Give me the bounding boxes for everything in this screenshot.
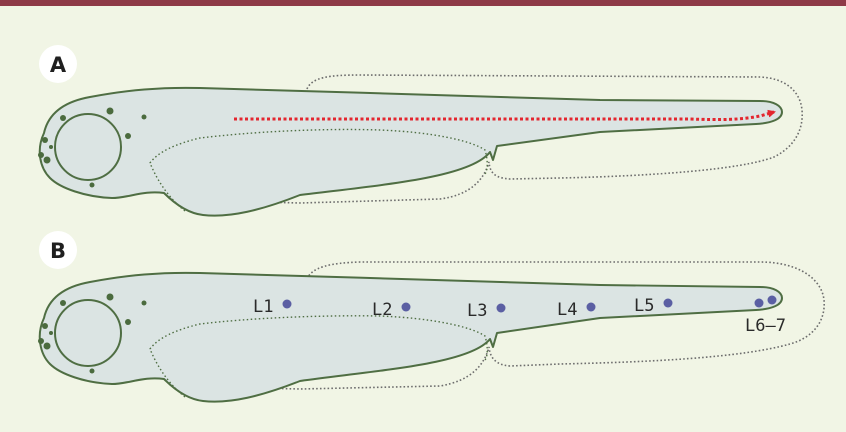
head-dot (60, 115, 66, 121)
panel-b-badge (39, 231, 77, 269)
panel-a: A (38, 45, 803, 217)
head-dot (42, 323, 48, 329)
panel-a-larva-body (38, 86, 783, 217)
panel-b: B L1 L2 (38, 231, 825, 403)
neuromast-l3-dot (496, 303, 506, 313)
panel-b-eye (54, 299, 122, 367)
neuromast-l1-dot (282, 299, 292, 309)
panel-a-badge (39, 45, 77, 83)
head-dot (89, 368, 95, 374)
neuromast-l4-label: L4 (557, 300, 577, 320)
neuromast-l5-label: L5 (634, 296, 654, 316)
top-accent-bar (0, 0, 846, 6)
panel-a-fin-fold (259, 74, 803, 204)
head-dot (106, 293, 114, 301)
neuromast-l3-label: L3 (467, 301, 487, 321)
head-dot (141, 114, 147, 120)
head-dot (141, 300, 147, 306)
head-dot (38, 338, 44, 344)
neuromast-l4-dot (586, 302, 596, 312)
neuromast-l1-label: L1 (253, 297, 273, 317)
panel-a-eye (54, 113, 122, 181)
head-dot (60, 300, 66, 306)
panel-a-yolk-outline (149, 128, 488, 212)
head-dot (89, 182, 95, 188)
neuromast-l2-dot (401, 302, 411, 312)
head-dot (38, 152, 44, 158)
neuromast-l6-7-label: L6–7 (745, 316, 786, 336)
head-dot (49, 145, 53, 149)
panel-a-letter: A (50, 53, 67, 77)
panel-a-head-dots (38, 107, 147, 188)
panel-b-head-dots (38, 293, 147, 374)
panel-b-larva-body (38, 271, 783, 403)
panel-b-fin-fold (259, 261, 825, 390)
head-dot (125, 319, 131, 325)
head-dot (125, 133, 131, 139)
panel-b-neuromasts: L1 L2 L3 L4 L5 L6–7 (253, 295, 786, 336)
head-dot (49, 331, 53, 335)
head-dot (42, 137, 48, 143)
head-dot (43, 342, 51, 350)
panel-b-yolk-outline (149, 315, 488, 398)
head-dot (43, 156, 51, 164)
neuromast-l5-dot (663, 298, 673, 308)
neuromast-l6-dot (754, 298, 764, 308)
neuromast-l2-label: L2 (372, 300, 392, 320)
neuromast-l7-dot (767, 295, 777, 305)
head-dot (106, 107, 114, 115)
panel-b-letter: B (50, 239, 66, 263)
panel-a-migration-arrow (234, 109, 776, 122)
